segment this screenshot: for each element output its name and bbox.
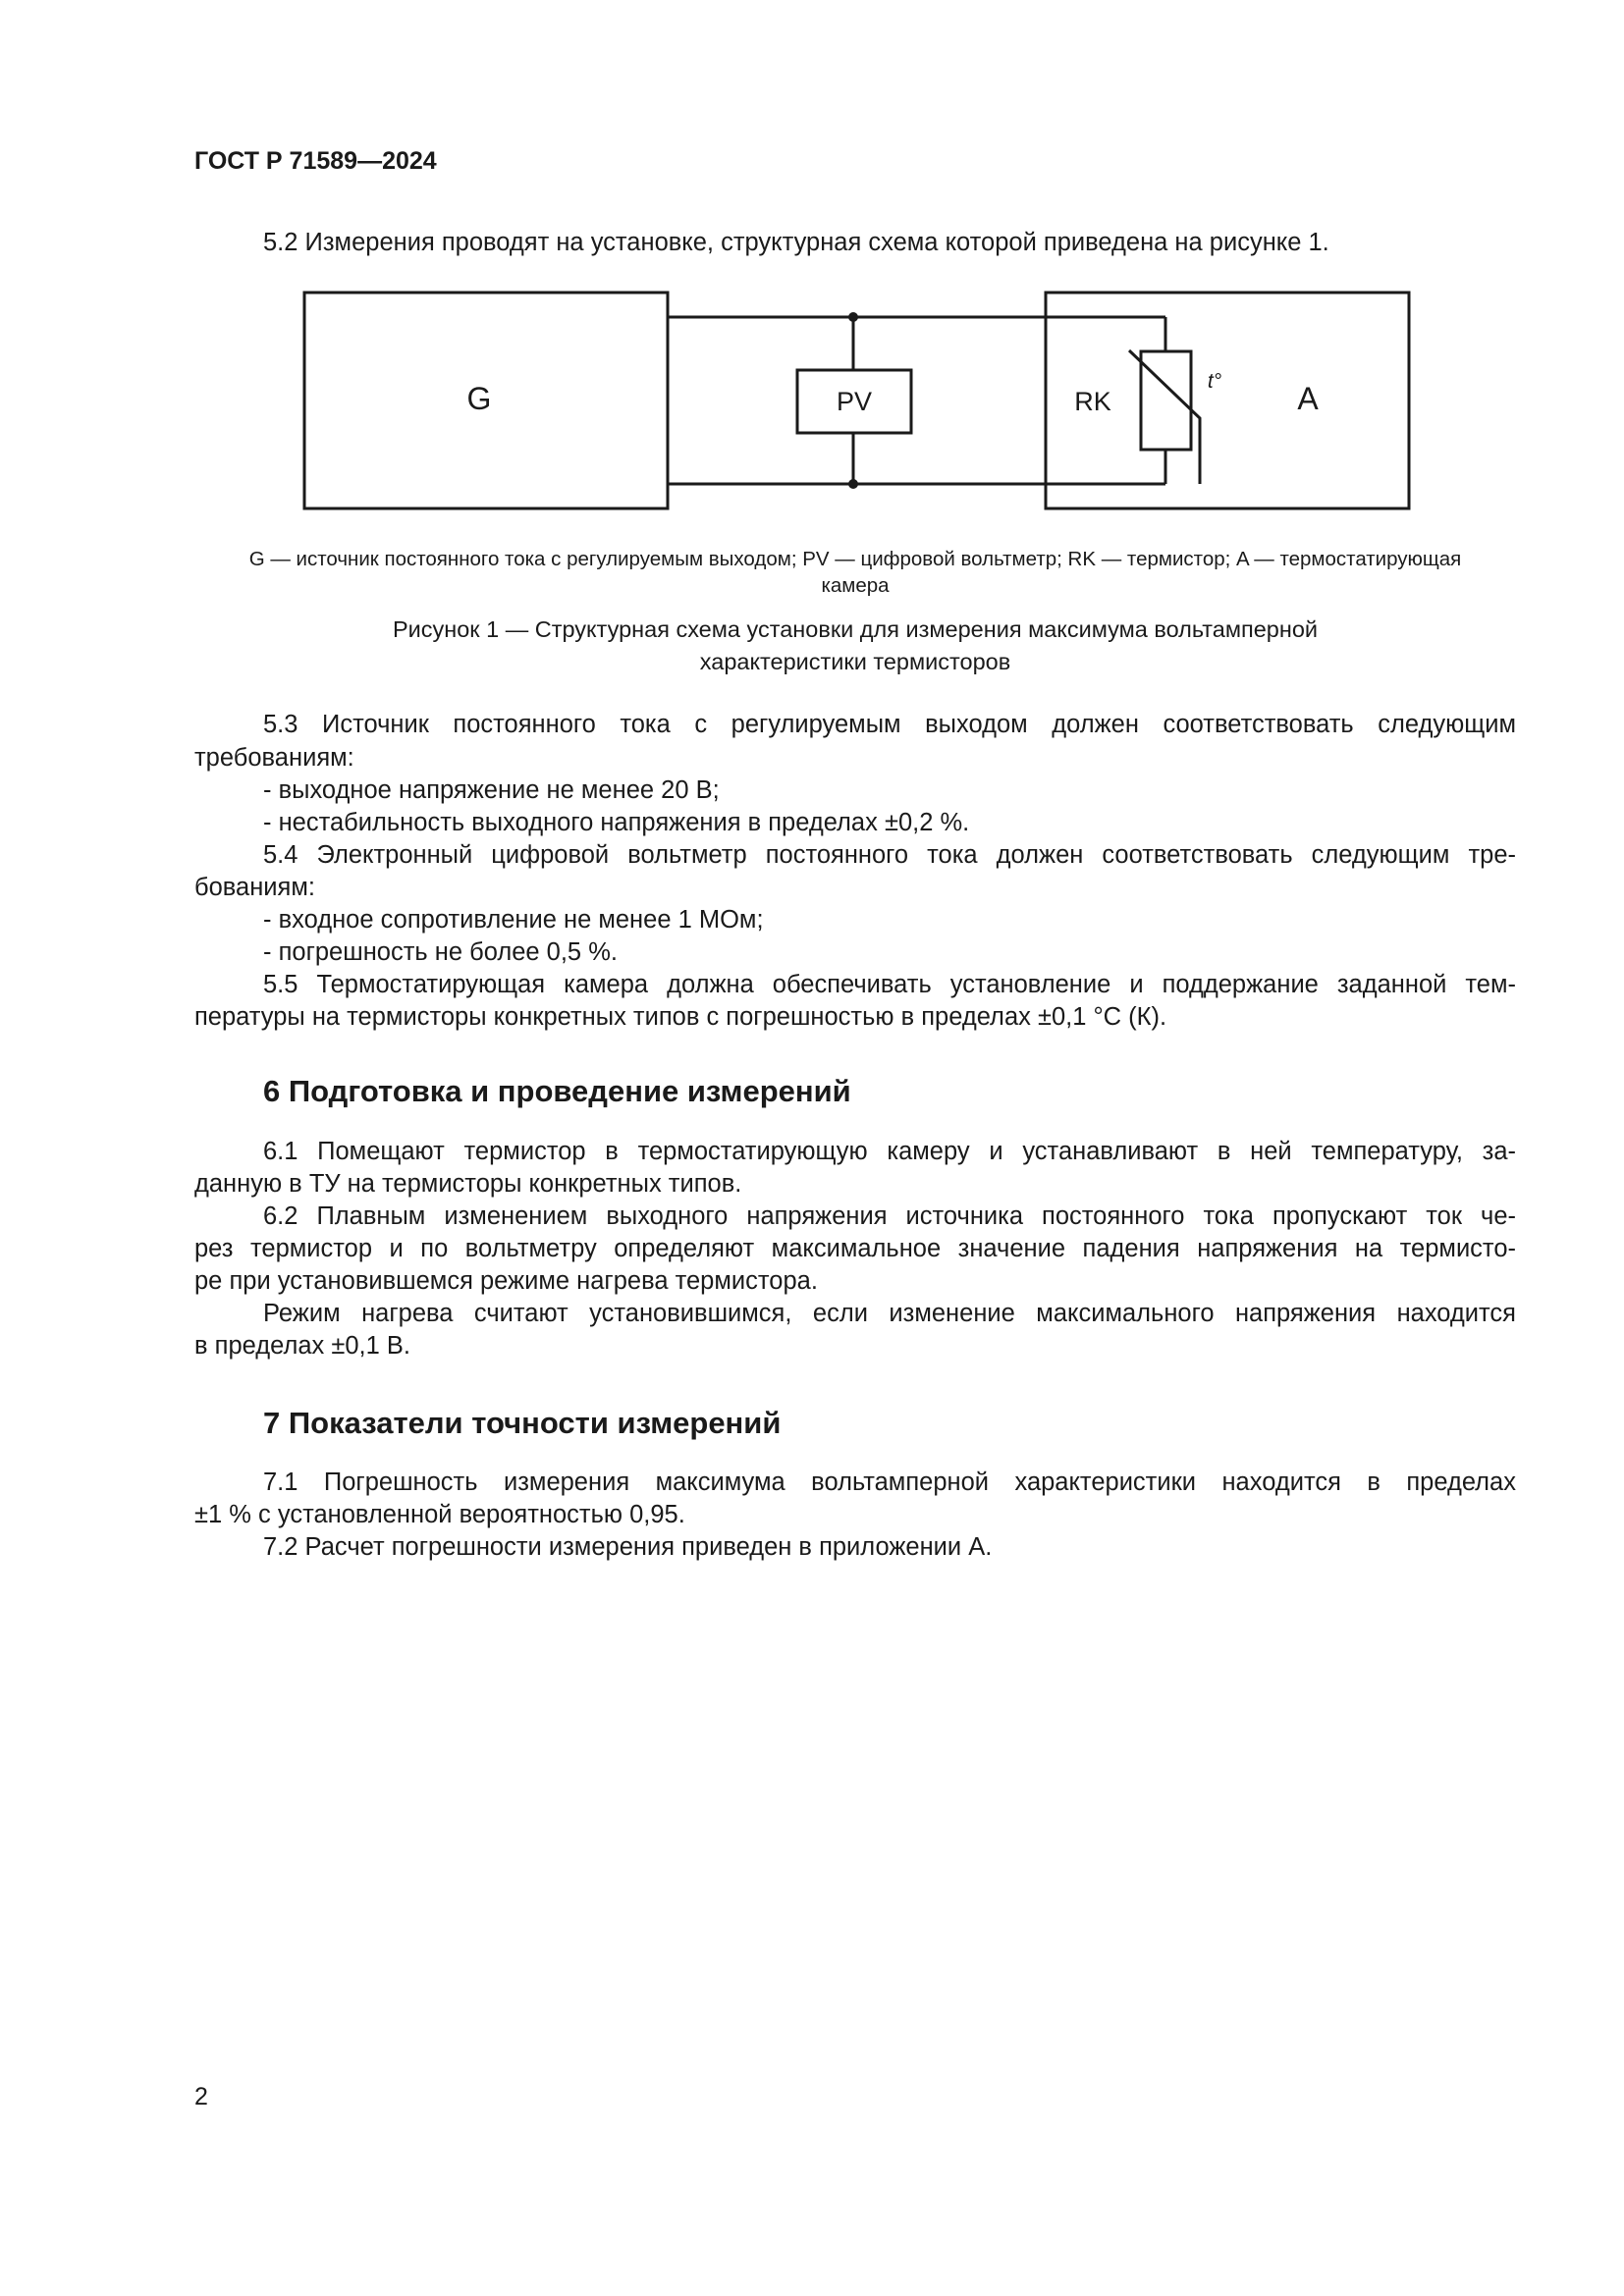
paragraph-5-3: 5.3 Источник постоянного тока с регулиру… (263, 711, 1516, 738)
paragraph-7-2: 7.2 Расчет погрешности измерения приведе… (263, 1533, 993, 1561)
thermistor-rk (1139, 349, 1193, 452)
paragraph-6-1-cont: данную в ТУ на термисторы конкретных тип… (194, 1170, 742, 1198)
paragraph-6-1: 6.1 Помещают термистор в термостатирующу… (263, 1138, 1516, 1165)
paragraph-6-2-cont: рез термистор и по вольтметру определяют… (194, 1235, 1516, 1262)
thermistor-diagonal (1127, 348, 1202, 484)
label-rk: RK (1074, 387, 1111, 416)
structural-diagram: G PV RK A t° (302, 291, 1411, 510)
label-pv: PV (837, 387, 872, 416)
list-item: - погрешность не более 0,5 %. (263, 938, 618, 966)
figure-legend-line: G — источник постоянного тока с регулиру… (248, 548, 1462, 570)
label-a: A (1297, 381, 1319, 416)
paragraph-6-3: Режим нагрева считают установившимся, ес… (263, 1300, 1516, 1327)
list-item: - выходное напряжение не менее 20 В; (263, 776, 720, 804)
block-pv (795, 368, 913, 435)
section-6-heading: 6 Подготовка и проведение измерений (263, 1074, 851, 1108)
document-header: ГОСТ Р 71589—2024 (194, 147, 437, 175)
paragraph-5-3-cont: требованиям: (194, 744, 354, 772)
label-temperature: t° (1208, 370, 1221, 393)
section-7-heading: 7 Показатели точности измерений (263, 1406, 782, 1440)
list-item: - нестабильность выходного напряжения в … (263, 809, 970, 836)
label-g: G (467, 381, 492, 416)
paragraph-6-2-cont: ре при установившемся режиме нагрева тер… (194, 1267, 818, 1295)
figure-legend: G — источник постоянного тока с регулиру… (194, 546, 1516, 599)
paragraph-5-4: 5.4 Электронный цифровой вольтметр посто… (263, 841, 1516, 869)
figure-caption-line: Рисунок 1 — Структурная схема установки … (392, 616, 1319, 642)
junction-dot-bottom (848, 479, 858, 489)
paragraph-7-1-cont: ±1 % с установленной вероятностью 0,95. (194, 1501, 685, 1528)
block-g (302, 291, 670, 510)
paragraph-6-2: 6.2 Плавным изменением выходного напряже… (263, 1202, 1516, 1230)
page-number: 2 (194, 2083, 208, 2110)
junction-dot-top (848, 312, 858, 322)
paragraph-5-2: 5.2 Измерения проводят на установке, стр… (263, 229, 1329, 256)
paragraph-5-5: 5.5 Термостатирующая камера должна обесп… (263, 971, 1516, 998)
figure-caption: Рисунок 1 — Структурная схема установки … (194, 614, 1516, 678)
figure-caption-line: характеристики термисторов (699, 649, 1011, 674)
paragraph-5-4-cont: бованиям: (194, 874, 315, 901)
block-a (1044, 291, 1411, 510)
paragraph-6-3-cont: в пределах ±0,1 В. (194, 1332, 410, 1360)
paragraph-7-1: 7.1 Погрешность измерения максимума воль… (263, 1468, 1516, 1496)
figure-legend-line: камера (821, 574, 890, 597)
list-item: - входное сопротивление не менее 1 МОм; (263, 906, 764, 934)
paragraph-5-5-cont: пературы на термисторы конкретных типов … (194, 1003, 1167, 1031)
